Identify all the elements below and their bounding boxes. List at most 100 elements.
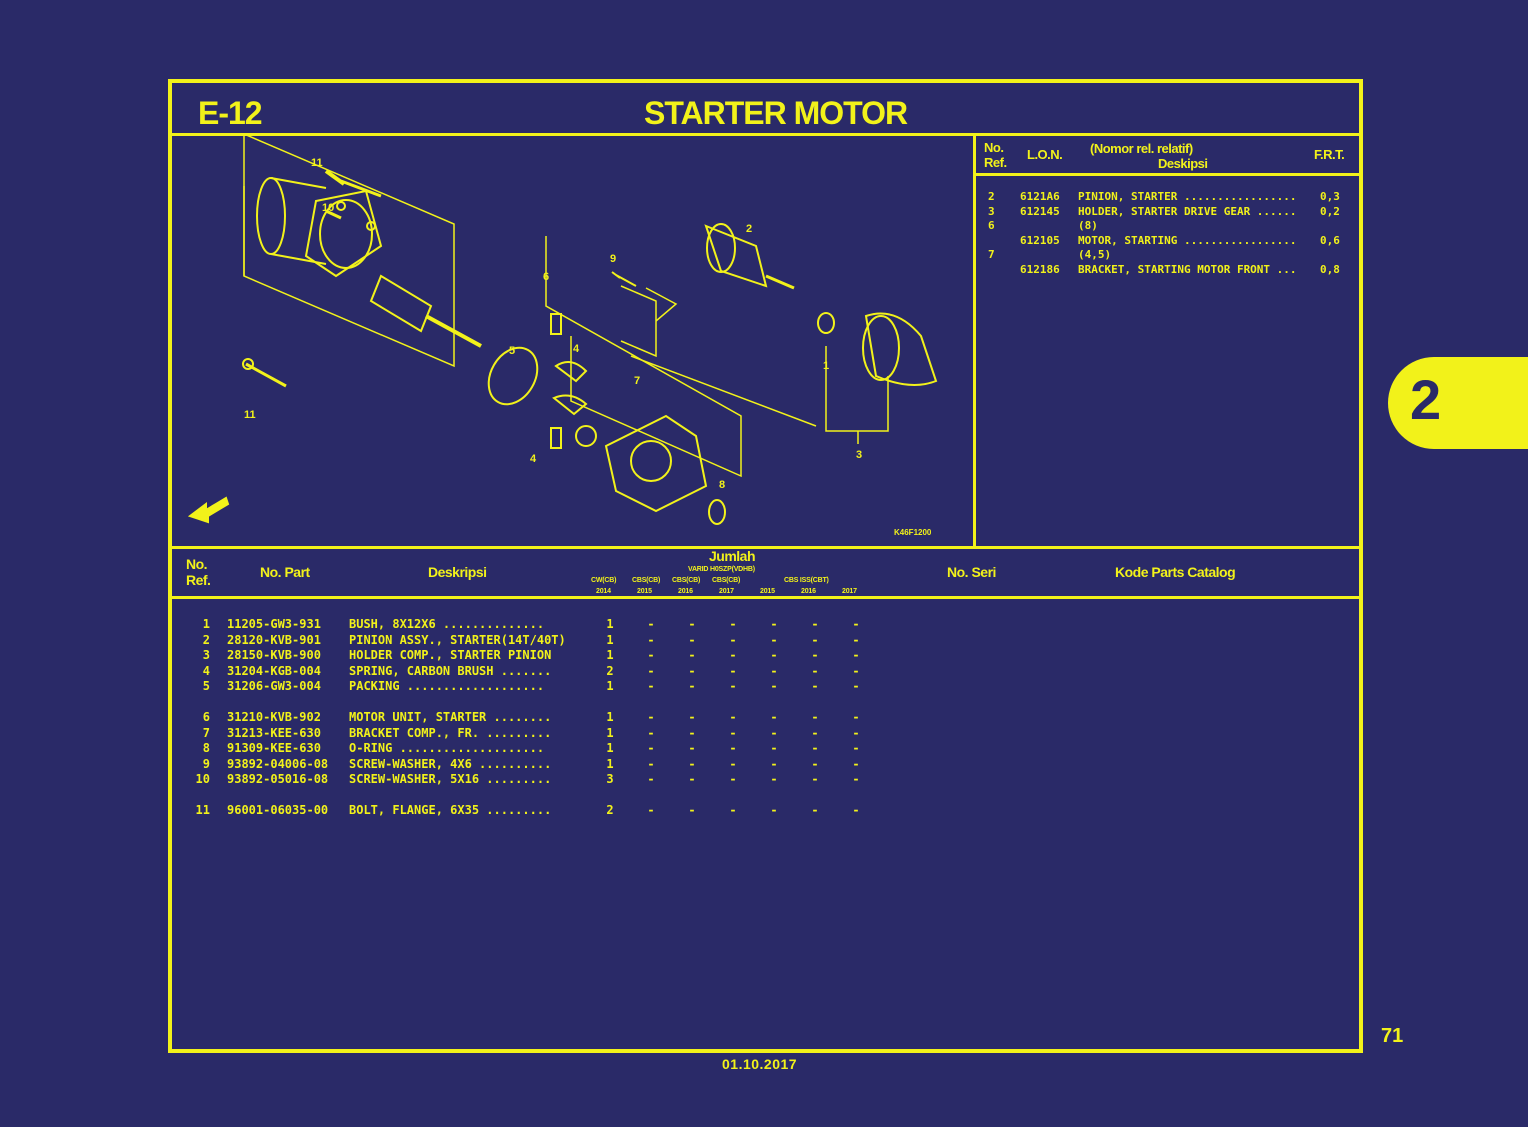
leader-line: [630, 355, 817, 427]
part-number-cell: 93892-04006-08: [227, 756, 329, 771]
callout-label: 3: [856, 449, 862, 461]
qty-cell: -: [688, 756, 696, 771]
qty-cell: -: [852, 725, 860, 740]
parts-header-desc: Deskripsi: [428, 564, 487, 580]
qty-cell: -: [852, 632, 860, 647]
qty-cell: -: [647, 709, 655, 724]
bolt-head: [242, 358, 254, 370]
ref-cell: 2: [202, 632, 210, 647]
divider: [172, 133, 1359, 136]
lon-desc: PINION, STARTER .................: [1078, 190, 1297, 203]
lon-header-no: No.: [984, 140, 1004, 155]
qty-cell: -: [647, 617, 655, 631]
qty-cell: -: [852, 648, 860, 663]
callout-label: 4: [530, 453, 537, 465]
ref-cell: 11: [195, 802, 210, 817]
page-title: STARTER MOTOR: [644, 95, 908, 131]
bracket-outline: [545, 236, 742, 478]
leader-line: [825, 346, 889, 432]
bolt-head: [324, 169, 346, 186]
description-cell: BRACKET COMP., FR. .........: [349, 725, 552, 740]
page-number: 71: [1381, 1025, 1404, 1047]
qty-cell: -: [688, 725, 696, 740]
qty-cell: 2: [606, 663, 614, 678]
pinion-face: [706, 223, 736, 273]
callout-label: 6: [543, 271, 549, 283]
description-cell: SCREW-WASHER, 5X16 .........: [349, 772, 552, 787]
qty-cell: 1: [606, 617, 614, 631]
lon-frt: 0,8: [1320, 262, 1340, 276]
model-label: CBS(CB): [672, 577, 701, 584]
flange-bolt: [340, 179, 382, 198]
qty-cell: 1: [606, 725, 614, 740]
part-number-cell: 11205-GW3-931: [227, 617, 321, 631]
qty-cell: -: [729, 772, 737, 787]
qty-cell: -: [852, 772, 860, 787]
qty-cell: -: [770, 756, 778, 771]
qty-cell: -: [770, 648, 778, 663]
lon-ref: 7: [988, 248, 995, 261]
qty-cell: 1: [606, 632, 614, 647]
front-bracket: [604, 414, 708, 513]
screw-washer: [611, 271, 637, 287]
qty-cell: -: [729, 709, 737, 724]
qty-cell: -: [729, 741, 737, 756]
qty-cell: -: [770, 725, 778, 740]
lon-code: 612186: [1020, 262, 1060, 276]
year-label: 2016: [678, 588, 693, 595]
qty-cell: -: [770, 679, 778, 694]
pinion-shaft: [765, 274, 795, 290]
qty-cell: -: [729, 679, 737, 694]
qty-cell: -: [688, 679, 696, 694]
section-tab[interactable]: 2: [1388, 357, 1528, 449]
ref-cell: 10: [195, 772, 210, 787]
lon-header-lon: L.O.N.: [1027, 147, 1063, 162]
qty-cell: -: [688, 741, 696, 756]
qty-cell: -: [647, 679, 655, 694]
qty-cell: 2: [606, 802, 614, 817]
parts-header-catalog: Kode Parts Catalog: [1115, 564, 1236, 580]
lon-frt: 0,3: [1320, 190, 1340, 203]
exploded-diagram: 11 10 6 9 2 5 4 7 1 3 4 8 11 FR. K46F120…: [187, 136, 938, 537]
qty-cell: -: [729, 648, 737, 663]
lon-ref: 2: [988, 190, 995, 203]
parts-header-serial: No. Seri: [947, 564, 996, 580]
qty-cell: -: [770, 802, 778, 817]
section-code: E-12: [198, 95, 263, 131]
part-number-cell: 96001-06035-00: [227, 802, 329, 817]
motor-end: [256, 177, 286, 255]
lon-desc: MOTOR, STARTING .................: [1078, 233, 1297, 247]
lon-row: 6(8): [984, 219, 1354, 234]
screw-washer: [325, 209, 342, 220]
qty-cell: -: [647, 663, 655, 678]
model-label: CBS(CB): [712, 577, 741, 584]
part-number-cell: 28150-KVB-900: [227, 648, 321, 663]
qty-cell: -: [729, 802, 737, 817]
bolt-hole: [336, 201, 346, 211]
qty-cell: 1: [606, 741, 614, 756]
ref-cell: 4: [202, 663, 210, 678]
parts-header-ref: Ref.: [186, 572, 211, 588]
callout-label: 4: [573, 343, 580, 355]
qty-cell: -: [811, 679, 819, 694]
qty-cell: 1: [606, 709, 614, 724]
catalog-frame: E-12 STARTER MOTOR No. Ref. L.O.N. (Nomo…: [168, 79, 1363, 1053]
qty-cell: -: [811, 663, 819, 678]
qty-cell: -: [647, 802, 655, 817]
qty-cell: -: [770, 709, 778, 724]
lon-frt: 0,6: [1320, 233, 1340, 247]
qty-cell: -: [729, 725, 737, 740]
motor-flange: [304, 189, 383, 278]
callout-label: 9: [610, 253, 616, 265]
qty-cell: -: [647, 648, 655, 663]
description-cell: O-RING ....................: [349, 741, 545, 756]
parts-header-part: No. Part: [260, 564, 310, 580]
